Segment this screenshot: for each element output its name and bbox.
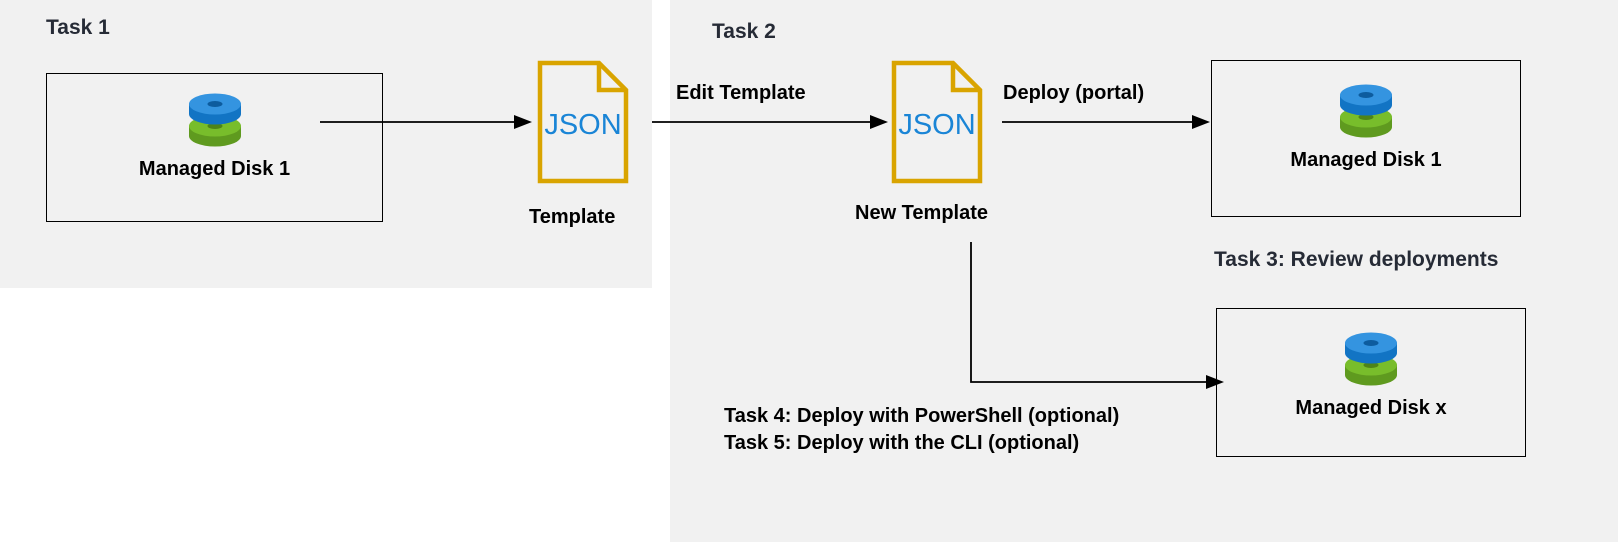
connector-edit-template [652,115,888,129]
json-document-icon-new-template[interactable]: JSON [891,60,983,189]
managed-disk-icon [1335,83,1397,141]
edge-label-edit-template: Edit Template [676,82,806,104]
edge-label-deploy-portal: Deploy (portal) [1003,82,1145,104]
json-document-icon-template[interactable]: JSON [537,60,629,189]
resource-box-managed-disk-1-result[interactable]: Managed Disk 1 [1211,60,1521,217]
resource-box-managed-disk-x[interactable]: Managed Disk x [1216,308,1526,457]
resource-box-content: Managed Disk x [1217,331,1525,420]
json-label-new-template: JSON [898,109,975,141]
resource-box-content: Managed Disk 1 [47,92,382,181]
caption-new-template: New Template [855,202,988,224]
resource-label-managed-disk-1-source: Managed Disk 1 [138,158,291,180]
panel-task2 [670,0,1618,542]
resource-box-content: Managed Disk 1 [1212,83,1520,172]
section-label-task3: Task 3: Review deployments [1214,248,1499,271]
resource-label-managed-disk-x: Managed Disk x [1295,397,1447,419]
section-label-task1: Task 1 [46,16,110,39]
resource-box-managed-disk-1-source[interactable]: Managed Disk 1 [46,73,383,222]
optional-task-notes: Task 4: Deploy with PowerShell (optional… [724,403,1119,457]
note-task4: Task 4: Deploy with PowerShell (optional… [724,405,1120,427]
section-label-task2: Task 2 [712,20,776,43]
connector-disk-to-template [320,115,532,129]
managed-disk-icon [184,92,246,150]
note-task5: Task 5: Deploy with the CLI (optional) [724,432,1080,454]
caption-template: Template [529,206,616,228]
resource-label-managed-disk-1-result: Managed Disk 1 [1290,149,1442,171]
connector-deploy-portal [1002,115,1210,129]
connector-new-template-to-managed-disk-x [970,242,1224,389]
managed-disk-icon [1340,331,1402,389]
json-label-template: JSON [544,109,621,141]
